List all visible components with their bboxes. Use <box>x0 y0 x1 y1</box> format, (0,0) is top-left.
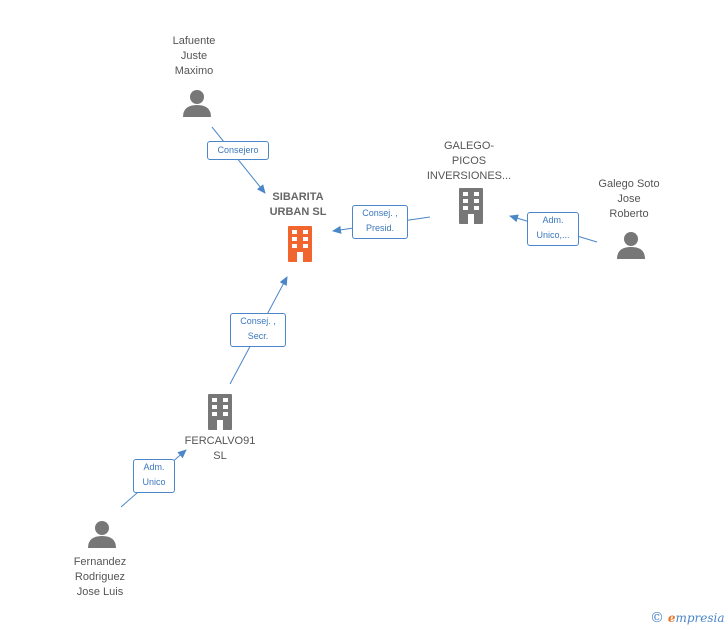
edge-label-consej-secr[interactable]: Consej. , Secr. <box>230 313 286 347</box>
copyright-icon: © <box>650 610 664 626</box>
edge-label-consejero[interactable]: Consejero <box>207 141 269 160</box>
edge-label-adm-unico-fernandez[interactable]: Adm. Unico <box>133 459 175 493</box>
brand-name: mpresia <box>675 611 725 625</box>
galego-soto-label[interactable]: Galego Soto Jose Roberto <box>598 178 660 220</box>
fercalvo-label[interactable]: FERCALVO91 SL <box>184 435 256 462</box>
sibarita-label[interactable]: SIBARITA URBAN SL <box>269 191 327 218</box>
lafuente-label[interactable]: Lafuente Juste Maximo <box>172 35 216 77</box>
edge-label-adm-unico-galego[interactable]: Adm. Unico,... <box>527 212 579 246</box>
empresia-watermark: © empresia <box>650 610 728 628</box>
sibarita-building-icon[interactable] <box>288 226 312 262</box>
brand-initial: e <box>667 611 676 625</box>
fercalvo-building-icon[interactable] <box>208 394 232 430</box>
lafuente-person-icon[interactable] <box>183 90 211 117</box>
edge-label-consej-presid[interactable]: Consej. , Presid. <box>352 205 408 239</box>
galego-picos-label[interactable]: GALEGO- PICOS INVERSIONES... <box>426 140 512 182</box>
fernandez-person-icon[interactable] <box>88 521 116 548</box>
fernandez-label[interactable]: Fernandez Rodriguez Jose Luis <box>73 556 127 598</box>
edge-line-lafuente-sibarita <box>211 126 266 194</box>
galego-picos-building-icon[interactable] <box>459 188 483 224</box>
galego-soto-person-icon[interactable] <box>617 232 645 259</box>
